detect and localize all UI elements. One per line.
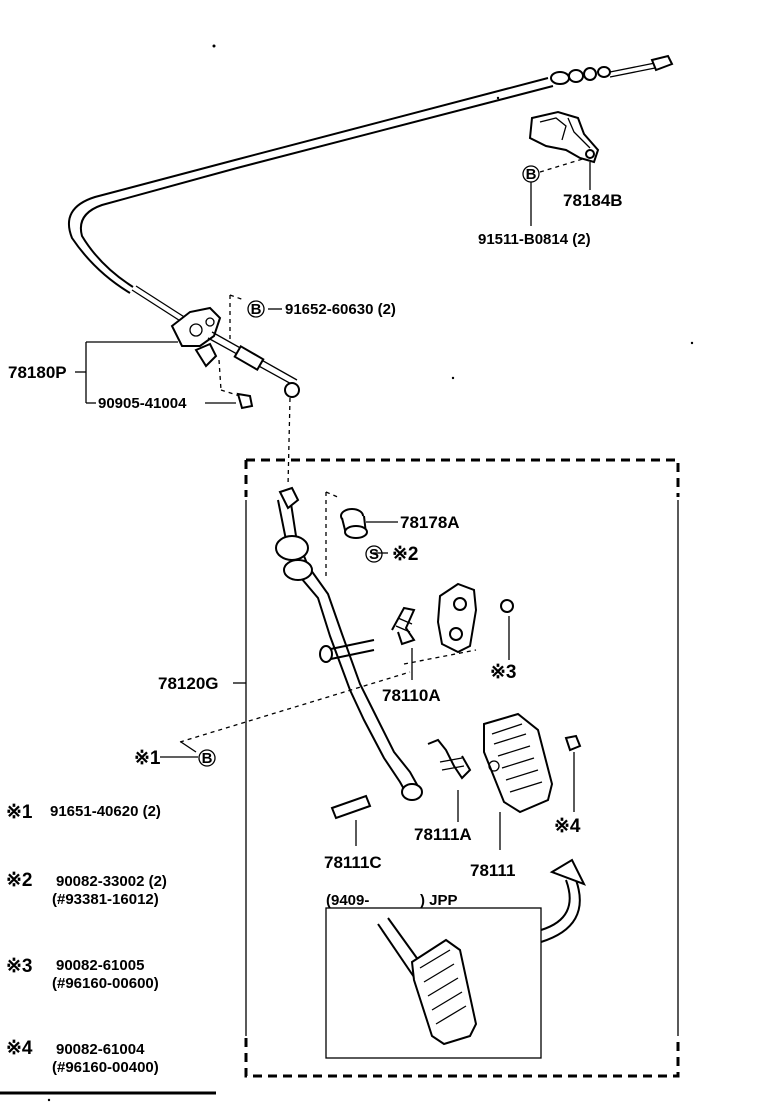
footnote-line1: 91651-40620 (2) xyxy=(50,803,161,820)
ref-label-4: ※4 xyxy=(554,816,581,837)
part-label-91652: 91652-60630 (2) xyxy=(285,301,396,318)
ref-label-2: ※2 xyxy=(392,544,419,565)
scan-speck xyxy=(47,1098,51,1102)
inset-arrow-shaft xyxy=(540,879,571,931)
bolt-callout-ref1: B xyxy=(198,749,216,767)
cable-lower-clamp-78180P xyxy=(170,294,300,487)
footnote-mark: ※4 xyxy=(6,1038,33,1059)
ref-label-3: ※3 xyxy=(490,662,517,683)
scan-speck xyxy=(496,96,500,100)
footnote-mark: ※3 xyxy=(6,956,33,977)
pedal-lever-arm-78120G xyxy=(275,486,423,801)
inset-pedal xyxy=(377,917,478,1046)
footnote-mark: ※1 xyxy=(6,802,33,823)
part-label-78111C: 78111C xyxy=(324,853,382,872)
cable-upper-bracket-78184B xyxy=(528,110,600,173)
bolt-callout-clamp: B xyxy=(247,300,265,318)
footnote-mark: ※2 xyxy=(6,870,33,891)
inset-label-end: ) JPP xyxy=(420,892,458,909)
footnote-1: ※1 91651-40620 (2) xyxy=(6,802,161,823)
part-label-78120G: 78120G xyxy=(158,674,219,693)
part-label-90905: 90905-41004 xyxy=(98,395,187,412)
part-label-78110A: 78110A xyxy=(382,686,441,705)
pedal-support-bracket xyxy=(403,582,514,665)
part-label-91511: 91511-B0814 (2) xyxy=(478,231,591,248)
part-label-78180P: 78180P xyxy=(8,363,67,382)
return-spring-78111A xyxy=(427,738,472,822)
pedal-pad-78111 xyxy=(483,712,554,850)
stud-callout-ref2: S xyxy=(365,545,383,563)
ref-label-1: ※1 xyxy=(134,748,161,769)
accelerator-cable xyxy=(67,54,674,325)
bolt-callout-top: B xyxy=(522,165,540,183)
footnote-line1: 90082-61005 xyxy=(56,957,144,974)
pivot-pin-78111C-shaft xyxy=(319,639,375,663)
pivot-pin-78111C xyxy=(330,794,372,846)
footnote-4: ※4 90082-61004 (#96160-00400) xyxy=(6,1038,159,1076)
inset-arrow-head xyxy=(549,858,587,886)
scan-speck xyxy=(451,376,455,380)
part-label-78184B: 78184B xyxy=(563,191,623,210)
stopper-78178A xyxy=(340,508,368,539)
leader-ref1-dashed xyxy=(179,671,411,743)
part-label-78178A: 78178A xyxy=(400,513,460,532)
leader-ref1-diag xyxy=(180,741,197,753)
scan-speck xyxy=(212,44,216,48)
torsion-spring-78110A xyxy=(391,606,416,646)
part-label-78111A: 78111A xyxy=(414,825,472,844)
leader-78180P xyxy=(75,341,236,404)
footnote-line1: 90082-61004 xyxy=(56,1041,145,1058)
pedal-assembly-outline-bottom xyxy=(244,1038,680,1078)
footnote-3: ※3 90082-61005 (#96160-00600) xyxy=(6,956,159,992)
part-label-78111: 78111 xyxy=(470,861,515,880)
svg-text:B: B xyxy=(202,750,213,767)
nut-ref4 xyxy=(564,734,582,812)
svg-text:B: B xyxy=(251,301,262,318)
pedal-assembly-outline-top xyxy=(246,458,680,497)
svg-text:S: S xyxy=(369,546,379,563)
footnote-line1: 90082-33002 (2) xyxy=(56,873,167,890)
footnote-line2: (#96160-00400) xyxy=(52,1059,159,1076)
inset-label-start: (9409- xyxy=(326,892,369,909)
inset-box xyxy=(325,907,542,1059)
footnote-2: ※2 90082-33002 (2) (#93381-16012) xyxy=(6,870,167,908)
footnote-line2: (#96160-00600) xyxy=(52,975,159,992)
scan-speck xyxy=(690,341,694,345)
footnote-line2: (#93381-16012) xyxy=(52,891,159,908)
svg-text:B: B xyxy=(526,166,537,183)
inset-arrow-shaft-2 xyxy=(540,879,581,943)
